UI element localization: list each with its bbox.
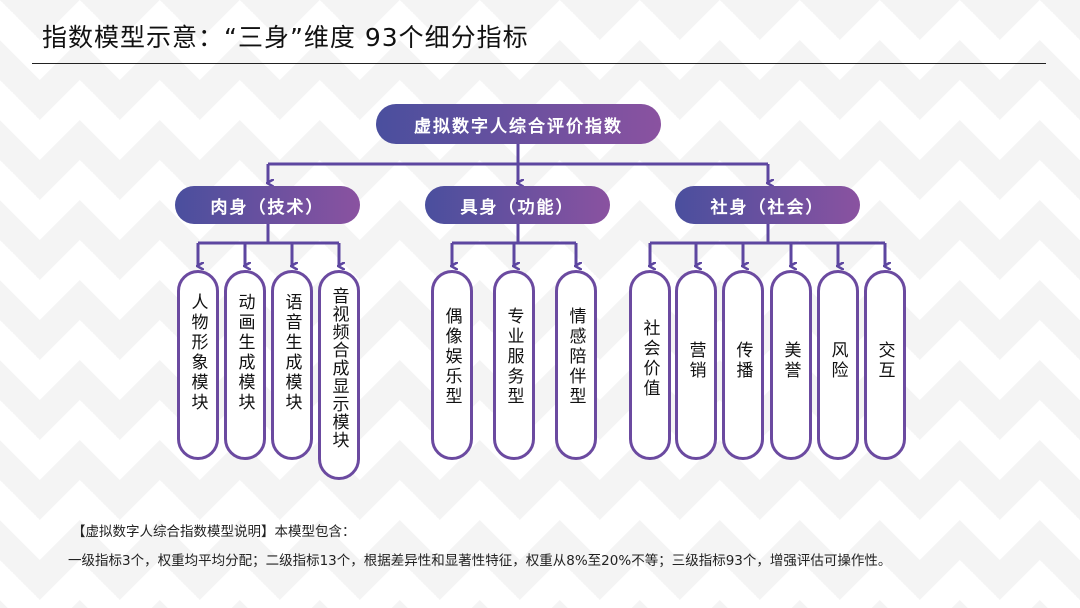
- leaf-node: 情感陪伴型: [555, 270, 597, 460]
- root-node: 虚拟数字人综合评价指数: [376, 104, 661, 144]
- leaf-label: 人物形象模块: [187, 293, 208, 413]
- leaf-node: 传播: [722, 270, 764, 460]
- leaf-label: 社会价值: [639, 319, 660, 399]
- group-node-body: 肉身（技术）: [175, 186, 360, 224]
- leaf-label: 美誉: [780, 341, 801, 381]
- leaf-node: 营销: [675, 270, 717, 460]
- leaf-node: 人物形象模块: [177, 270, 219, 460]
- group-node-social: 社身（社会）: [675, 186, 860, 224]
- leaf-node: 语音生成模块: [271, 270, 313, 460]
- leaf-label: 偶像娱乐型: [441, 307, 462, 407]
- leaf-node: 专业服务型: [493, 270, 535, 460]
- group-node-embodiment: 具身（功能）: [425, 186, 610, 224]
- leaf-label: 动画生成模块: [234, 293, 255, 413]
- leaf-label: 音视频合成显示模块: [328, 287, 349, 449]
- model-note-body: 一级指标3个，权重均平均分配；二级指标13个，根据差异性和显著性特征，权重从8%…: [68, 553, 892, 569]
- model-note-heading: 【虚拟数字人综合指数模型说明】本模型包含：: [72, 524, 356, 540]
- leaf-label: 传播: [732, 341, 753, 381]
- leaf-node: 音视频合成显示模块: [318, 270, 360, 480]
- leaf-node: 偶像娱乐型: [431, 270, 473, 460]
- leaf-label: 交互: [874, 341, 895, 381]
- leaf-label: 营销: [685, 341, 706, 381]
- title-divider: [32, 63, 1046, 64]
- leaf-label: 语音生成模块: [281, 293, 302, 413]
- leaf-label: 情感陪伴型: [565, 307, 586, 407]
- page-title: 指数模型示意：“三身”维度 93个细分指标: [42, 23, 529, 52]
- leaf-node: 交互: [864, 270, 906, 460]
- leaf-label: 专业服务型: [503, 307, 524, 407]
- leaf-node: 社会价值: [629, 270, 671, 460]
- leaf-node: 风险: [817, 270, 859, 460]
- leaf-node: 动画生成模块: [224, 270, 266, 460]
- leaf-label: 风险: [827, 341, 848, 381]
- leaf-node: 美誉: [770, 270, 812, 460]
